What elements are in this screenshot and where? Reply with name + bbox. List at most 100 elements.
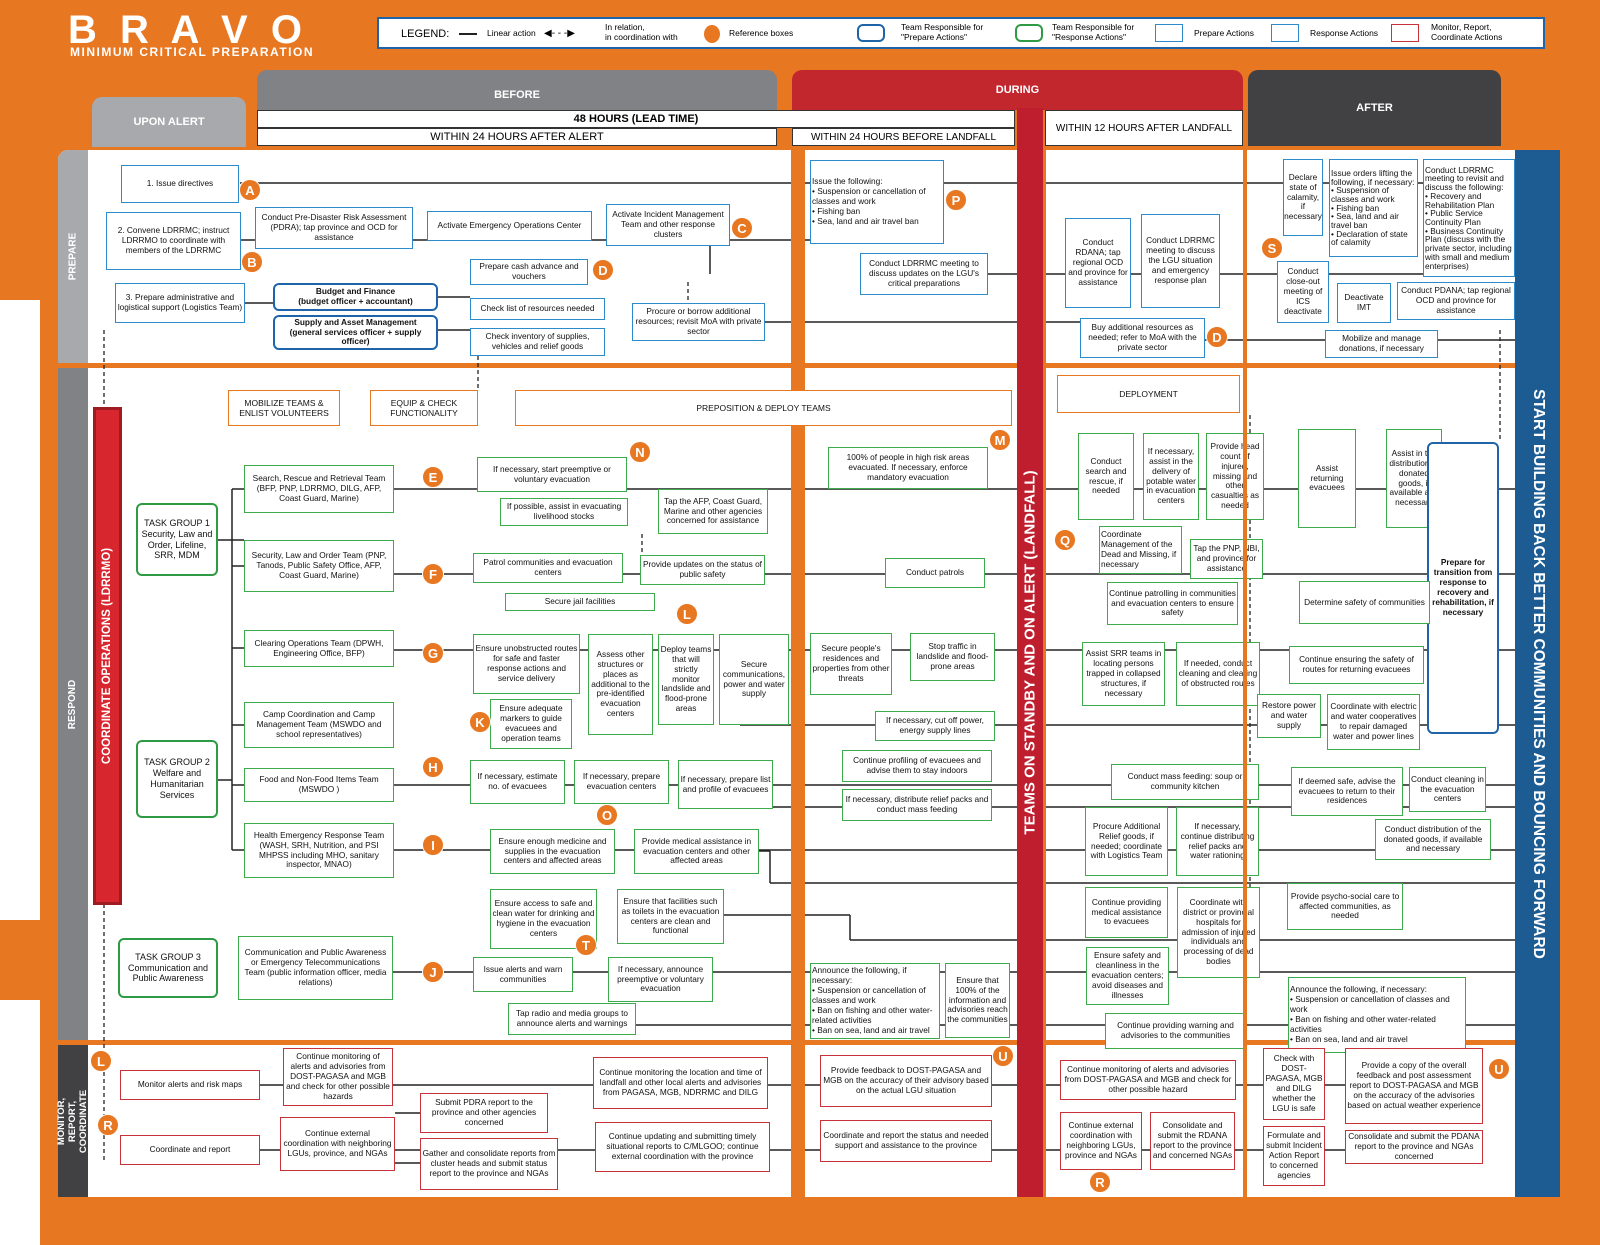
legend-relation: In relation, in coordination with	[605, 22, 678, 42]
action-box-m10: Coordinate and report the status and nee…	[820, 1120, 992, 1162]
reference-badge-d2: D	[1206, 326, 1228, 348]
action-box-r29: Announce the following, if necessary: • …	[810, 963, 940, 1039]
dashed-arrow-icon: ◀- - -▶	[544, 28, 575, 39]
reference-badge-c: C	[731, 217, 753, 239]
action-box-d6: Continue patrolling in communities and e…	[1107, 582, 1238, 625]
action-box-p2: 2. Convene LDRRMC; instruct LDRRMO to co…	[106, 212, 241, 270]
action-box-r8: Conduct patrols	[885, 558, 985, 588]
legend-response: Response Actions	[1310, 28, 1379, 38]
action-box-a11: Provide psycho-social care to affected c…	[1287, 883, 1403, 930]
reference-badge-d: D	[592, 259, 614, 281]
team-box-p8: Supply and Asset Management (general ser…	[273, 315, 438, 350]
response-action-icon	[1271, 24, 1299, 42]
action-box-r17: If necessary, estimate no. of evacuees	[470, 760, 565, 804]
action-box-m8: Continue updating and submitting timely …	[595, 1122, 770, 1172]
action-box-t4: Camp Coordination and Camp Management Te…	[244, 702, 394, 748]
action-box-r25: Ensure that facilities such as toilets i…	[617, 889, 724, 944]
action-box-p1: 1. Issue directives	[121, 165, 239, 203]
reference-badge-r: R	[97, 1114, 119, 1136]
action-box-m12: Continue external coordination with neig…	[1060, 1112, 1142, 1170]
action-box-d2: If necessary, assist in the delivery of …	[1143, 433, 1199, 520]
reference-badge-h: H	[422, 756, 444, 778]
action-box-p24: Mobilize and manage donations, if necess…	[1325, 330, 1438, 358]
reference-badge-t: T	[575, 934, 597, 956]
action-box-o3: PREPOSITION & DEPLOY TEAMS	[515, 390, 1012, 426]
action-box-p21: Conduct close-out meeting of ICS deactiv…	[1277, 261, 1329, 323]
action-box-p10: Check list of resources needed	[470, 298, 605, 320]
linear-line-icon	[459, 33, 477, 35]
reference-badge-n: N	[629, 441, 651, 463]
legend-linear: Linear action	[487, 28, 536, 38]
within-12h-after-landfall: WITHIN 12 HOURS AFTER LANDFALL	[1045, 110, 1243, 146]
build-back-bar: START BUILDING BACK BETTER COMMUNITIES A…	[1515, 150, 1560, 1197]
action-box-r3: Tap the AFP, Coast Guard, Marine and oth…	[658, 489, 768, 534]
action-box-p12: Procure or borrow additional resources; …	[632, 303, 765, 341]
reference-badge-g: G	[422, 642, 444, 664]
action-box-m1: Monitor alerts and risk maps	[120, 1070, 260, 1100]
action-box-d3: Provide head count of injured, missing a…	[1206, 433, 1264, 520]
action-box-m13: Consolidate and submit the RDANA report …	[1150, 1112, 1235, 1170]
action-box-r5: Patrol communities and evacuation center…	[473, 553, 623, 583]
coordinate-operations-bar: COORDINATE OPERATIONS (LDRRMO)	[93, 407, 122, 905]
within-24h-after-alert: WITHIN 24 HOURS AFTER ALERT	[257, 128, 777, 146]
action-box-m15: Formulate and submit Incident Action Rep…	[1263, 1126, 1325, 1186]
action-box-p15: Conduct RDANA; tap regional OCD and prov…	[1065, 218, 1131, 308]
action-box-d14: Ensure safety and cleanliness in the eva…	[1086, 947, 1169, 1005]
action-box-r13: Secure communications, power and water s…	[719, 634, 789, 725]
legend-label: LEGEND:	[401, 28, 450, 40]
action-box-m3: Continue monitoring of alerts and adviso…	[283, 1048, 393, 1106]
action-box-r28: If necessary, announce preemptive or vol…	[608, 957, 713, 1002]
action-box-r16: If necessary, cut off power, energy supp…	[875, 711, 995, 741]
reference-badge-u2: U	[1488, 1058, 1510, 1080]
team-response-icon	[1015, 24, 1043, 42]
team-box-a3: Prepare for transition from response to …	[1427, 442, 1499, 734]
action-box-d13: Coordinate with district or provincial h…	[1177, 887, 1260, 978]
action-box-r21: If necessary, distribute relief packs an…	[842, 789, 992, 821]
reference-badge-e: E	[422, 466, 444, 488]
phase-during: DURING	[792, 70, 1243, 110]
action-box-r11: Assess other structures or places as add…	[588, 634, 653, 735]
action-box-r12: Deploy teams that will strictly monitor …	[658, 634, 714, 725]
action-box-m11: Continue monitoring of alerts and adviso…	[1060, 1060, 1236, 1100]
action-box-p9: Prepare cash advance and vouchers	[470, 259, 588, 285]
subtitle: MINIMUM CRITICAL PREPARATION	[70, 45, 314, 59]
legend-team-prepare: Team Responsible for "Prepare Actions"	[901, 22, 984, 42]
action-box-p23: Conduct PDANA; tap regional OCD and prov…	[1397, 282, 1515, 320]
action-box-d5: Tap the PNP, NBI, and province for assis…	[1190, 539, 1263, 579]
prepare-action-icon	[1155, 24, 1183, 42]
action-box-p6: Activate Incident Management Team and ot…	[606, 204, 730, 246]
action-box-o2: EQUIP & CHECK FUNCTIONALITY	[370, 390, 478, 426]
action-box-r1: If necessary, start preemptive or volunt…	[477, 457, 627, 492]
action-box-m6: Gather and consolidate reports from clus…	[420, 1138, 558, 1190]
action-box-m5: Submit PDRA report to the province and o…	[420, 1093, 548, 1133]
action-box-p22: Deactivate IMT	[1337, 283, 1391, 323]
action-box-a10: Conduct distribution of the donated good…	[1375, 819, 1491, 860]
action-box-m14: Check with DOST-PAGASA, MGB and DILG whe…	[1263, 1048, 1325, 1120]
reference-badge-u: U	[992, 1045, 1014, 1067]
action-box-a6: Restore power and water supply	[1257, 694, 1321, 738]
action-box-r6: Secure jail facilities	[505, 593, 655, 611]
team-box-p7: Budget and Finance (budget officer + acc…	[273, 283, 438, 311]
team-prepare-icon	[857, 24, 885, 42]
legend-reference: Reference boxes	[729, 28, 794, 38]
action-box-r27: Tap radio and media groups to announce a…	[508, 1003, 636, 1035]
lead-time-bar: 48 HOURS (LEAD TIME)	[257, 110, 1015, 128]
team-box-tg2: TASK GROUP 2 Welfare and Humanitarian Se…	[136, 740, 218, 818]
monitor-action-icon	[1391, 24, 1419, 42]
reference-badge-i: I	[422, 834, 444, 856]
action-box-a7: Coordinate with electric and water coope…	[1327, 694, 1420, 750]
action-box-t6: Health Emergency Response Team (WASH, SR…	[244, 823, 394, 878]
margin	[0, 300, 40, 920]
reference-badge-j: J	[422, 961, 444, 983]
margin	[0, 1000, 40, 1245]
reference-badge-o: O	[596, 804, 618, 826]
action-box-r9: Ensure unobstructed routes for safe and …	[473, 634, 580, 694]
phase-upon-alert: UPON ALERT	[92, 97, 246, 147]
action-box-d12: Continue providing medical assistance to…	[1085, 887, 1168, 938]
action-box-d4: Coordinate Management of the Dead and Mi…	[1099, 526, 1182, 574]
legend-monitor: Monitor, Report, Coordinate Actions	[1431, 22, 1503, 42]
reference-badge-r2: R	[1089, 1171, 1111, 1193]
action-box-m7: Continue monitoring the location and tim…	[593, 1057, 768, 1109]
action-box-d7: Assist SRR teams in locating persons tra…	[1082, 642, 1165, 706]
action-box-r26: Issue alerts and warn communities	[473, 957, 573, 992]
